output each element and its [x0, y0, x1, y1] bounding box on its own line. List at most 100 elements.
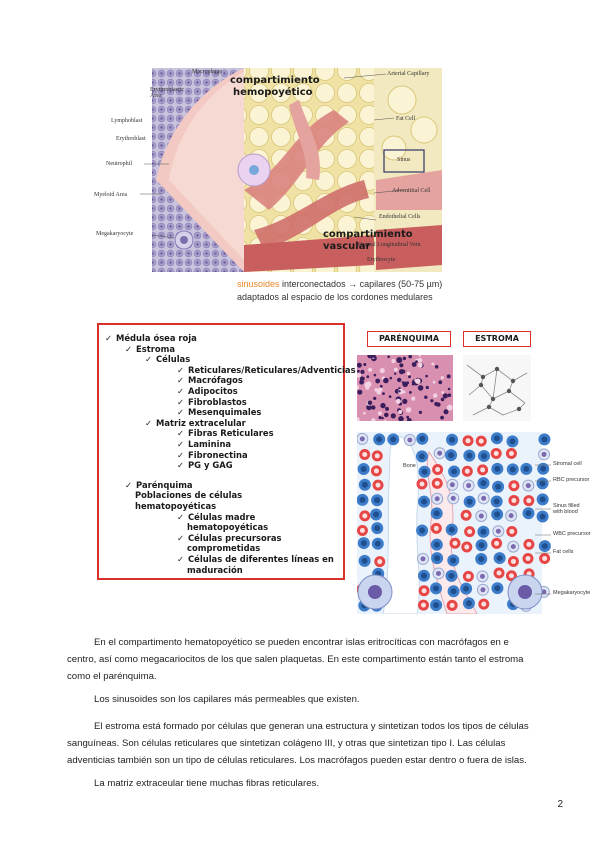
check-icon: ✓	[177, 554, 185, 564]
outline-item-text: Médula ósea roja	[116, 333, 197, 343]
outline-item-text: Células	[156, 354, 191, 365]
outline-item-text: Matriz extracelular	[156, 417, 246, 428]
outline-item: hematopoyéticas	[187, 522, 268, 532]
check-icon: ✓	[125, 479, 133, 490]
paragraph-1: En el compartimento hematopoyético se pu…	[67, 634, 547, 685]
outline-item-text: Fibronectina	[188, 449, 248, 460]
outline-item-text: hematopoyéticas	[187, 522, 269, 533]
outline-item-text: Mesenquimales	[188, 407, 262, 418]
outline-item: maduración	[187, 565, 243, 575]
outline-item-text: Fibras Reticulares	[188, 428, 274, 439]
tag-parenquima: PARÉNQUIMA	[367, 331, 451, 347]
label-central-vein: Central Longitudinal Vein	[358, 242, 421, 248]
check-icon: ✓	[105, 333, 113, 343]
label-lymphoblast: Lymphoblast	[111, 118, 143, 124]
check-icon: ✓	[145, 417, 153, 428]
check-icon: ✓	[177, 460, 185, 471]
outline-item: ✓Parénquima	[125, 480, 193, 490]
annotation-hematopoietic-2: hemopoyético	[233, 87, 313, 98]
label-megakaryocyte: Megakaryocyte	[96, 231, 134, 237]
outline-item-text: Macrófagos	[188, 375, 243, 386]
outline-item: ✓Fibras Reticulares	[177, 428, 274, 438]
page-number: 2	[557, 799, 563, 810]
check-icon: ✓	[177, 364, 185, 375]
outline-item: ✓Estroma	[125, 344, 175, 354]
outline-item: Poblaciones de células	[135, 490, 242, 500]
outline-item: ✓Células madre	[177, 512, 255, 522]
schematic-mega: Megakaryocyte	[553, 590, 591, 596]
caption-highlight: sinusoides	[237, 279, 280, 289]
label-endothelial-cells: Endothelial Cells	[379, 214, 421, 220]
outline-item-text: Células precursoras	[188, 532, 282, 543]
label-adventitial-cell: Adventitial Cell	[392, 188, 431, 194]
p2-line: Los sinusoides son los capilares más per…	[94, 694, 360, 705]
outline-item: ✓Matriz extracelular	[145, 418, 246, 428]
label-neutrophil: Neutrophil	[106, 161, 132, 167]
label-macrophage: Macrophage	[192, 69, 222, 75]
p1-line1: En el compartimento hematopoyético se pu…	[94, 637, 509, 648]
outline-item: ✓Células precursoras	[177, 533, 281, 543]
outline-item-text: hematopoyéticas	[135, 501, 217, 511]
p3-line2: sanguíneas. Son células reticulares que …	[67, 738, 506, 749]
outline-item-text: Poblaciones de células	[135, 490, 243, 501]
label-erythroblast: Erythroblast	[116, 136, 146, 142]
label-arterial-capillary: Arterial Capillary	[387, 71, 430, 77]
p4-line: La matriz extraceular tiene muchas fibra…	[94, 778, 320, 789]
label-erythroblastic-area: Erythroblastic Area	[150, 87, 184, 99]
outline-item-text: PG y GAG	[188, 460, 233, 471]
outline-item: ✓PG y GAG	[177, 460, 233, 470]
check-icon: ✓	[145, 354, 153, 365]
bone-marrow-drawing	[140, 68, 442, 272]
label-fat-cell: Fat Cell	[396, 116, 416, 122]
outline-item: ✓Células	[145, 354, 190, 364]
parenquima-micrograph	[355, 352, 453, 423]
estroma-drawing	[463, 355, 531, 421]
outline-item-text: Adipocitos	[188, 386, 238, 396]
bone-marrow-illustration: Macrophage Erythroblastic Area Lymphobla…	[94, 60, 442, 272]
caption-line1: interconectados → capilares (50-75 µm)	[279, 279, 443, 289]
outline-item-text: comprometidas	[187, 543, 261, 554]
outline-item-text: Laminina	[188, 439, 232, 449]
schematic-stromal: Stromal cell	[553, 461, 582, 467]
outline-item-text: Estroma	[136, 343, 176, 354]
label-sinus: Sinus	[397, 157, 411, 163]
marrow-schematic: Bone Stromal cell RBC precursor Sinus fi…	[356, 432, 599, 615]
outline-item: ✓Mesenquimales	[177, 407, 261, 417]
label-myeloid-area: Myeloid Area	[94, 192, 128, 198]
outline-item: ✓Fibroblastos	[177, 397, 247, 407]
outline-item: hematopoyéticas	[135, 501, 216, 511]
outline-item: ✓Médula ósea roja	[105, 333, 197, 343]
check-icon: ✓	[177, 428, 185, 439]
label-erythrocyte: Erythrocyte	[367, 257, 396, 263]
check-icon: ✓	[177, 511, 185, 522]
tag-estroma: ESTROMA	[463, 331, 531, 347]
figure-caption: sinusoides interconectados → capilares (…	[237, 278, 442, 304]
check-icon: ✓	[177, 375, 185, 386]
paragraph-3: El estroma está formado por células que …	[67, 718, 547, 769]
outline-item-text: Reticulares/Reticulares/Adventicias	[188, 364, 356, 375]
annotation-vascular: compartimiento vascular	[323, 229, 413, 252]
outline-item: ✓Laminina	[177, 439, 231, 449]
schematic-rbc: RBC precursor	[553, 477, 590, 483]
outline-item: ✓Adipocitos	[177, 386, 238, 396]
p3-line3: adventicias también son un tipo de célul…	[67, 755, 527, 766]
outline-item: ✓Células de diferentes líneas en	[177, 554, 334, 564]
annotation-hematopoietic-1: compartimiento	[230, 75, 320, 86]
outline-item: ✓Reticulares/Reticulares/Adventicias	[177, 365, 356, 375]
outline-item: ✓Fibronectina	[177, 450, 248, 460]
paragraph-2: Los sinusoides son los capilares más per…	[67, 691, 547, 708]
p1-line2: centro, así como megacariocitos de los q…	[67, 654, 524, 665]
outline-item-text: Parénquima	[136, 479, 193, 490]
outline-item-text: Células de diferentes líneas en	[188, 554, 334, 564]
outline-box: ✓Médula ósea roja✓Estroma✓Células✓Reticu…	[97, 323, 356, 580]
schematic-sinus: Sinus filled with blood	[553, 503, 580, 515]
check-icon: ✓	[125, 343, 133, 354]
p3-line1: El estroma está formado por células que …	[94, 721, 529, 732]
schematic-fat: Fat cells	[553, 549, 574, 555]
outline-item-text: Fibroblastos	[188, 396, 247, 407]
check-icon: ✓	[177, 449, 185, 460]
check-icon: ✓	[177, 407, 185, 418]
caption-line2: adaptados al espacio de los cordones med…	[237, 292, 433, 302]
outline-item: ✓Macrófagos	[177, 375, 243, 385]
outline-item: comprometidas	[187, 543, 260, 553]
